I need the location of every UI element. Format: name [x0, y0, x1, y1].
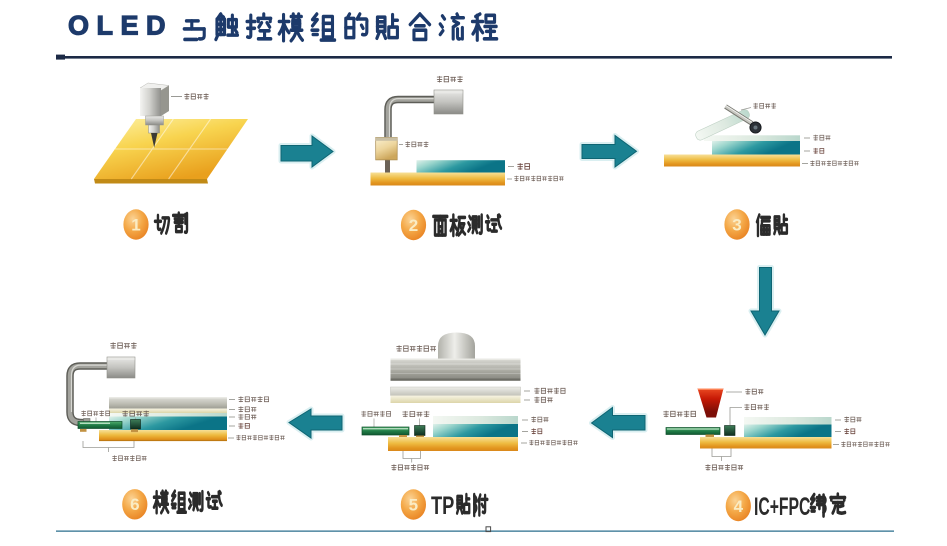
svg-text:TP: TP — [431, 491, 454, 520]
svg-text:3: 3 — [732, 215, 741, 234]
svg-text:OLED: OLED — [68, 11, 173, 41]
svg-text:6: 6 — [130, 495, 139, 514]
svg-text:1: 1 — [131, 215, 140, 234]
svg-text:4: 4 — [734, 497, 744, 516]
svg-text:5: 5 — [409, 495, 418, 514]
svg-text:2: 2 — [409, 216, 418, 235]
svg-text:IC+FPC: IC+FPC — [754, 493, 810, 521]
